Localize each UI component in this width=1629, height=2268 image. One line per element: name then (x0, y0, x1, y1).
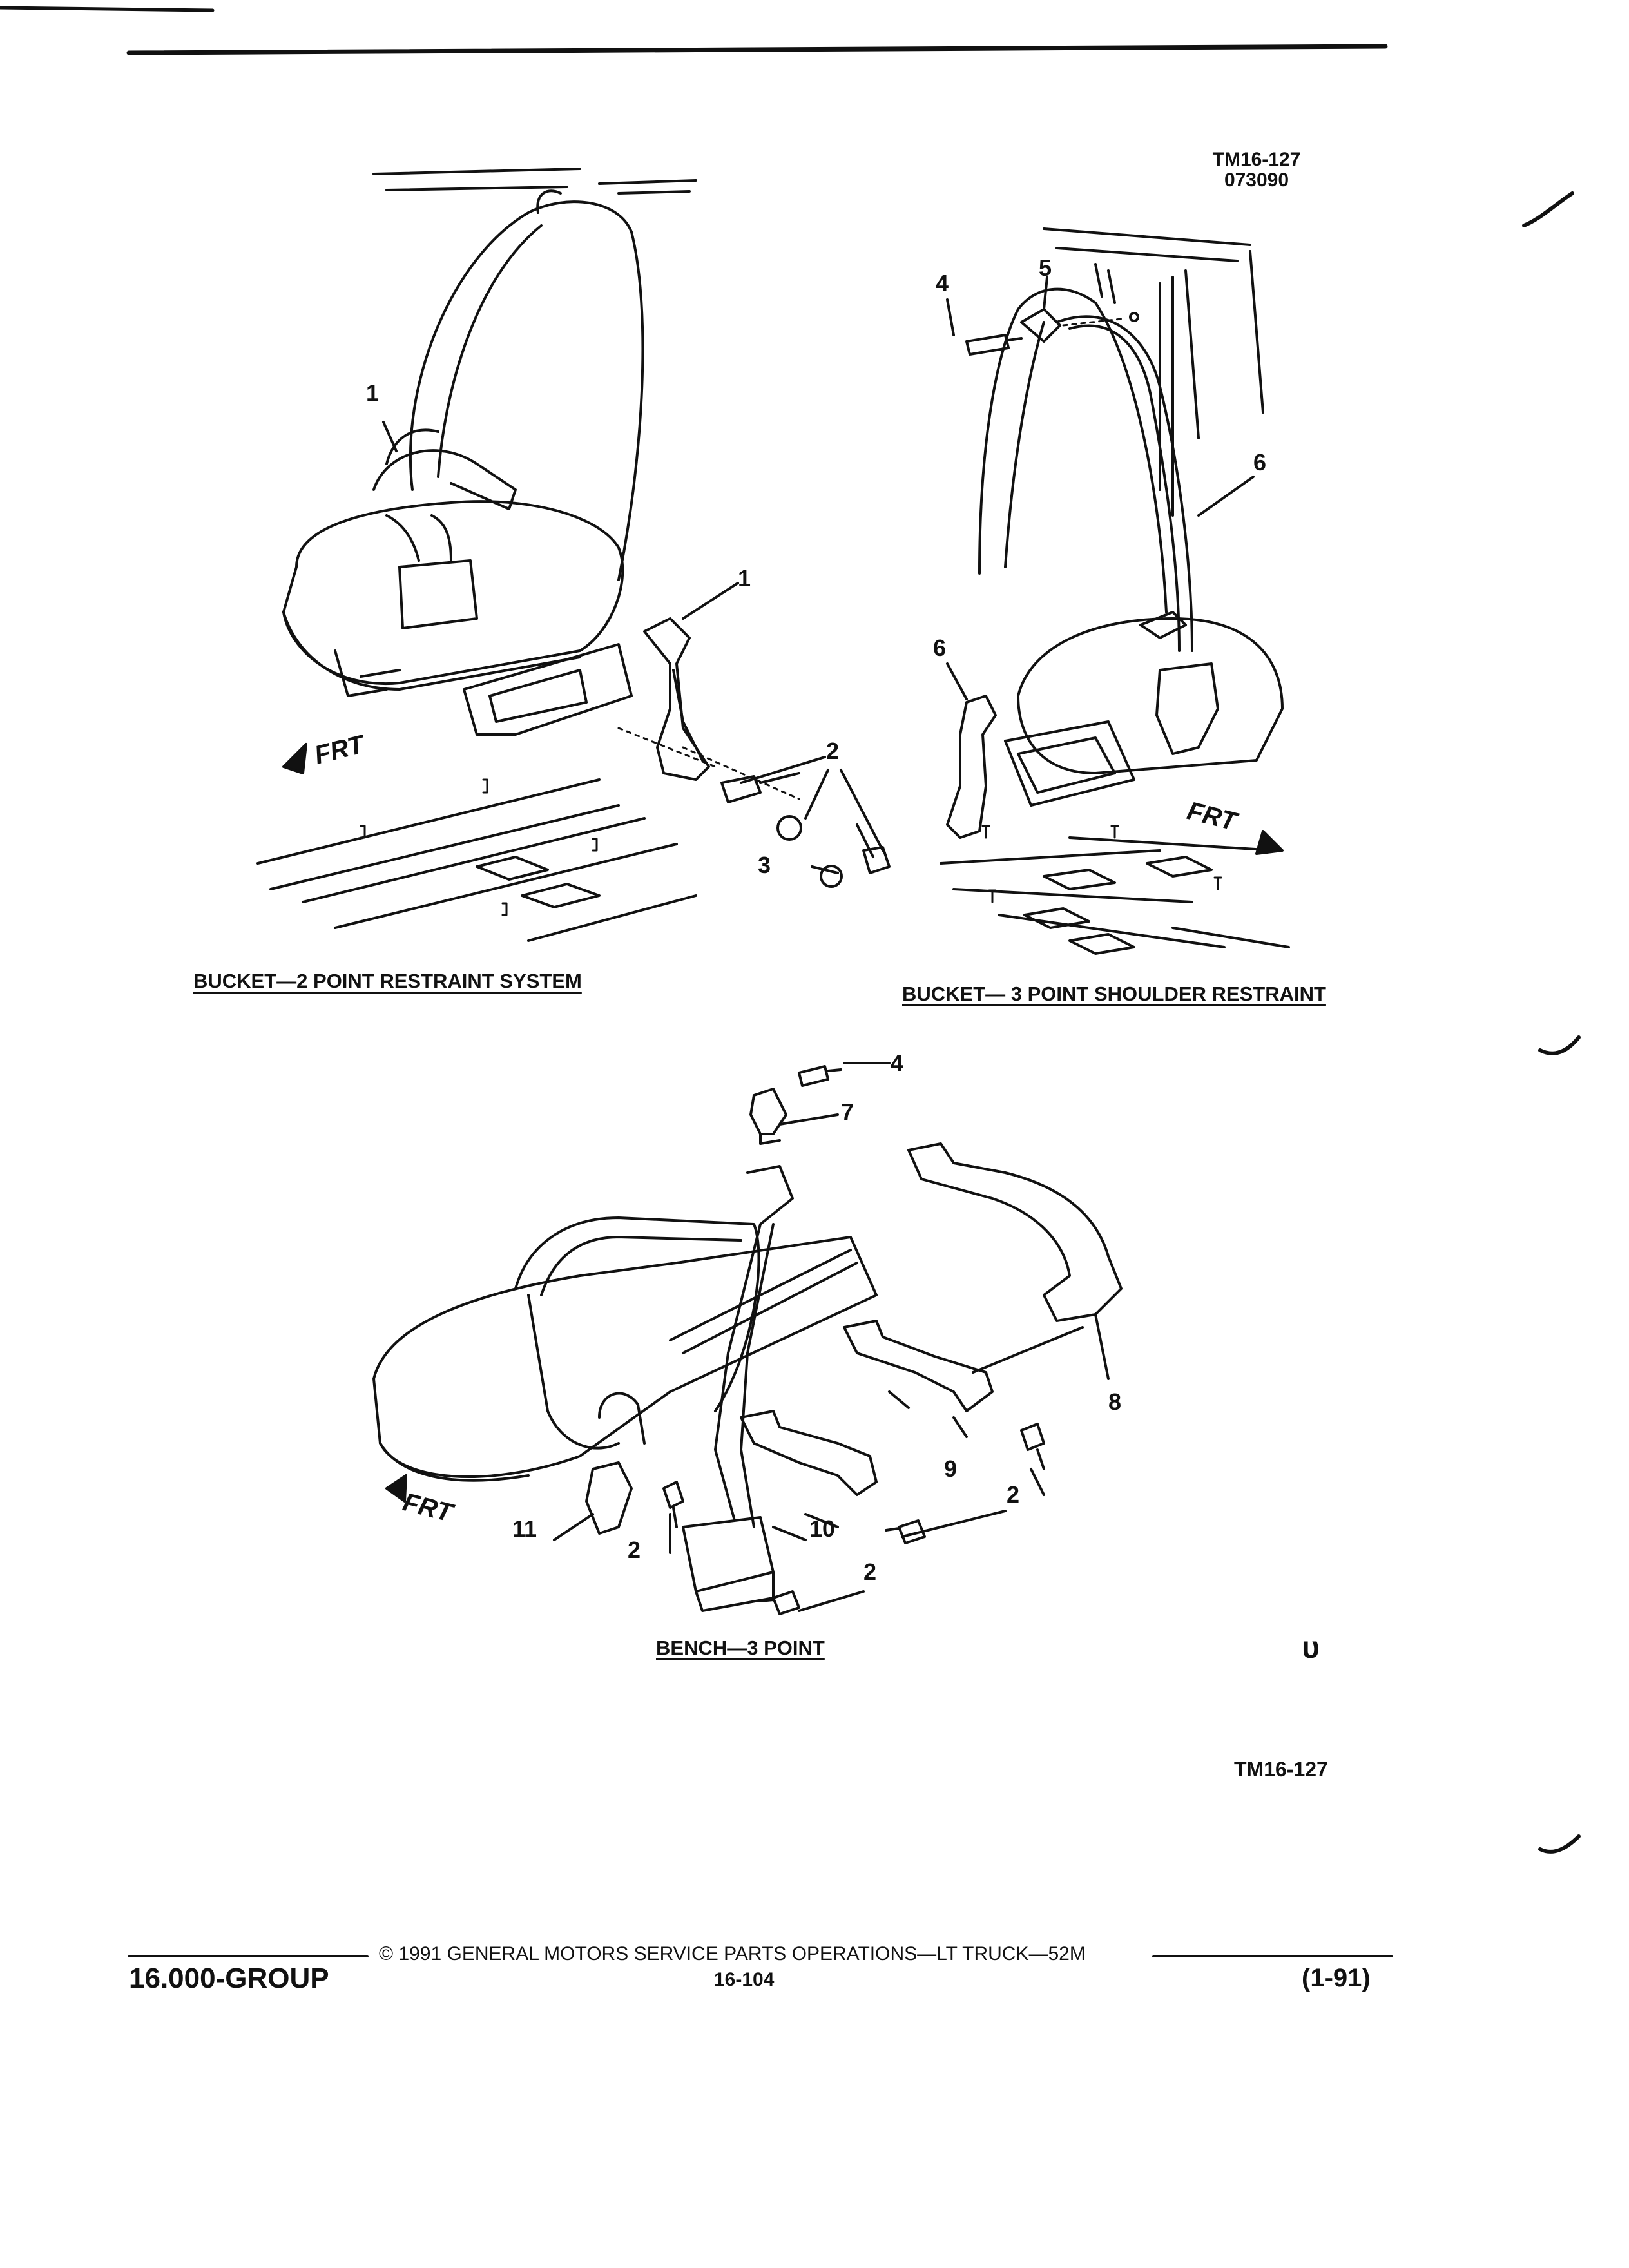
publisher-logo-mark: ᴜ (1302, 1631, 1320, 1665)
callout-1-seat-belt: 1 (366, 380, 380, 406)
header-date-code: 073090 (1224, 169, 1289, 191)
figure-code: TM16-127 (1234, 1758, 1328, 1781)
callout-7-guide: 7 (841, 1099, 854, 1125)
callout-9-strap: 9 (944, 1456, 958, 1482)
bench-seat-3pt-drawing (372, 1062, 1123, 1615)
callout-5-guide: 5 (1039, 255, 1052, 281)
footer-copyright: © 1991 GENERAL MOTORS SERVICE PARTS OPER… (379, 1943, 1086, 1965)
callout-4-bench-bolt: 4 (891, 1050, 904, 1076)
caption-bench-3-point: BENCH—3 POINT (656, 1637, 825, 1659)
callout-4-bolt: 4 (936, 270, 949, 296)
callout-3-nut: 3 (758, 852, 771, 878)
callout-2-bench-bolt-bottom: 2 (863, 1559, 877, 1585)
corner-scratch (0, 6, 215, 12)
caption-bucket-2-point: BUCKET—2 POINT RESTRAINT SYSTEM (193, 970, 582, 992)
caption-bucket-3-point: BUCKET— 3 POINT SHOULDER RESTRAINT (902, 983, 1326, 1005)
header-ref-code: TM16-127 (1212, 149, 1301, 170)
frt-arrow-bench (385, 1474, 407, 1503)
callout-2-bolt: 2 (826, 738, 840, 764)
footer-page-number: 16-104 (714, 1969, 775, 1990)
frt-arrow-left (282, 743, 307, 774)
bucket-seat-2pt-drawing (256, 168, 891, 942)
callout-11-buckle: 11 (512, 1515, 537, 1542)
callout-10-retractor: 10 (809, 1515, 836, 1542)
callout-2-bench-bolt-left: 2 (628, 1537, 641, 1563)
frt-arrow-right (1255, 830, 1284, 855)
callout-8-strap: 8 (1108, 1389, 1122, 1415)
footer-group: 16.000-GROUP (129, 1963, 329, 1994)
bucket-seat-3pt-drawing (940, 227, 1290, 955)
header-code-block: TM16-127 073090 (1199, 149, 1315, 191)
callout-6-floor-anchor: 6 (933, 635, 947, 661)
top-rule (126, 44, 1388, 55)
callout-2-bench-bolt-right: 2 (1007, 1481, 1020, 1508)
callout-1-floor-anchor: 1 (738, 565, 751, 591)
callout-6-shoulder-belt: 6 (1253, 449, 1267, 476)
footer-revision: (1-91) (1302, 1964, 1371, 1992)
